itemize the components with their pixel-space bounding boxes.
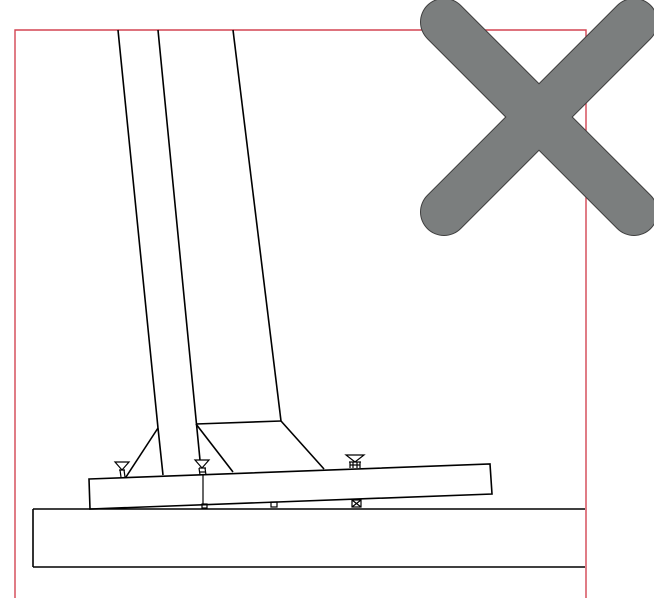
close-icon[interactable] [420, 0, 654, 236]
ground-slab [32, 508, 585, 568]
fastener-left [113, 461, 131, 478]
anchor-marks [201, 499, 362, 509]
drawing-frame [14, 29, 587, 598]
base-plate [88, 463, 493, 510]
fastener-middle [193, 459, 211, 476]
column [117, 29, 282, 461]
bracket [125, 420, 325, 478]
fastener-right [344, 454, 366, 468]
